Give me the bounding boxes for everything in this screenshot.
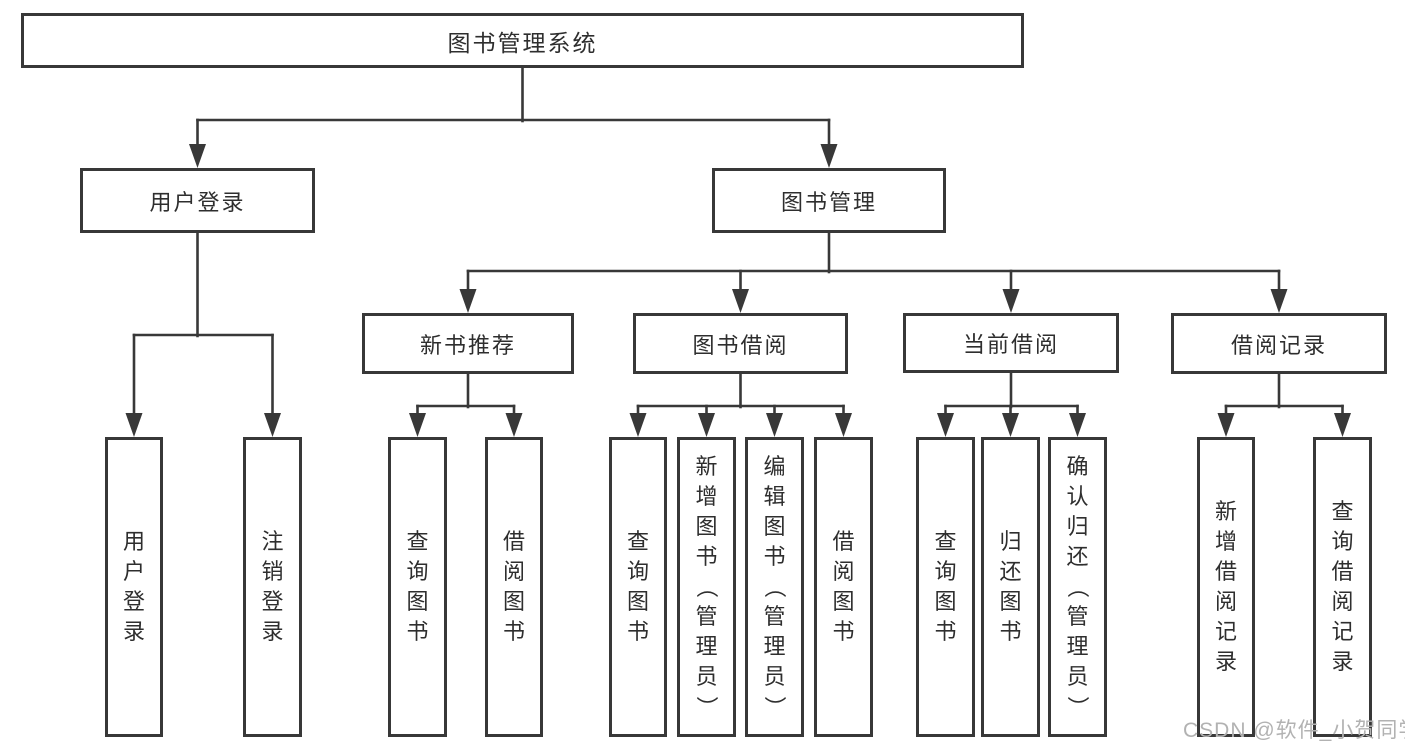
node-book-management: 图书管理 — [712, 168, 946, 233]
node-new-book-recommend-label: 新书推荐 — [419, 332, 516, 358]
leaf-logout-label: 注销登录 — [261, 529, 284, 644]
node-user-login-label: 用户登录 — [149, 189, 246, 215]
leaf-logout: 注销登录 — [243, 437, 302, 737]
leaf-user-login-label: 用户登录 — [122, 529, 145, 644]
leaf-query-books-current-label: 查询图书 — [934, 529, 957, 644]
leaf-query-books-recommend: 查询图书 — [388, 437, 447, 737]
leaf-query-books-borrow-label: 查询图书 — [626, 529, 649, 644]
leaf-query-borrow-record: 查询借阅记录 — [1313, 437, 1372, 737]
csdn-watermark: CSDN @软件_小贺同学 — [1183, 719, 1405, 742]
node-book-management-label: 图书管理 — [780, 189, 877, 215]
leaf-query-books-recommend-label: 查询图书 — [406, 529, 429, 644]
node-new-book-recommend: 新书推荐 — [362, 313, 574, 374]
node-book-borrow: 图书借阅 — [633, 313, 848, 374]
node-borrow-records: 借阅记录 — [1171, 313, 1387, 374]
leaf-confirm-return-admin-label: 确认归还（管理员） — [1065, 454, 1091, 719]
leaf-query-books-borrow: 查询图书 — [609, 437, 667, 737]
node-book-borrow-label: 图书借阅 — [692, 332, 789, 358]
leaf-add-book-admin-label: 新增图书（管理员） — [694, 454, 720, 719]
leaf-confirm-return-admin: 确认归还（管理员） — [1048, 437, 1107, 737]
node-current-borrow-label: 当前借阅 — [962, 332, 1059, 357]
leaf-add-borrow-record: 新增借阅记录 — [1197, 437, 1255, 737]
node-current-borrow: 当前借阅 — [903, 313, 1119, 373]
leaf-query-books-current: 查询图书 — [916, 437, 975, 737]
leaf-edit-book-admin: 编辑图书（管理员） — [745, 437, 804, 737]
node-library-system-label: 图书管理系统 — [447, 29, 598, 56]
leaf-query-borrow-record-label: 查询借阅记录 — [1331, 499, 1354, 674]
leaf-edit-book-admin-label: 编辑图书（管理员） — [762, 454, 788, 719]
leaf-borrow-books-recommend: 借阅图书 — [485, 437, 543, 737]
leaf-return-books: 归还图书 — [981, 437, 1040, 737]
node-borrow-records-label: 借阅记录 — [1230, 332, 1327, 358]
leaf-borrow-books-label: 借阅图书 — [832, 529, 855, 644]
node-library-system: 图书管理系统 — [21, 13, 1024, 68]
node-user-login: 用户登录 — [80, 168, 315, 233]
leaf-borrow-books: 借阅图书 — [814, 437, 873, 737]
leaf-add-book-admin: 新增图书（管理员） — [677, 437, 736, 737]
leaf-return-books-label: 归还图书 — [999, 529, 1022, 644]
leaf-borrow-books-recommend-label: 借阅图书 — [502, 529, 525, 644]
leaf-user-login: 用户登录 — [105, 437, 163, 737]
leaf-add-borrow-record-label: 新增借阅记录 — [1214, 499, 1237, 674]
